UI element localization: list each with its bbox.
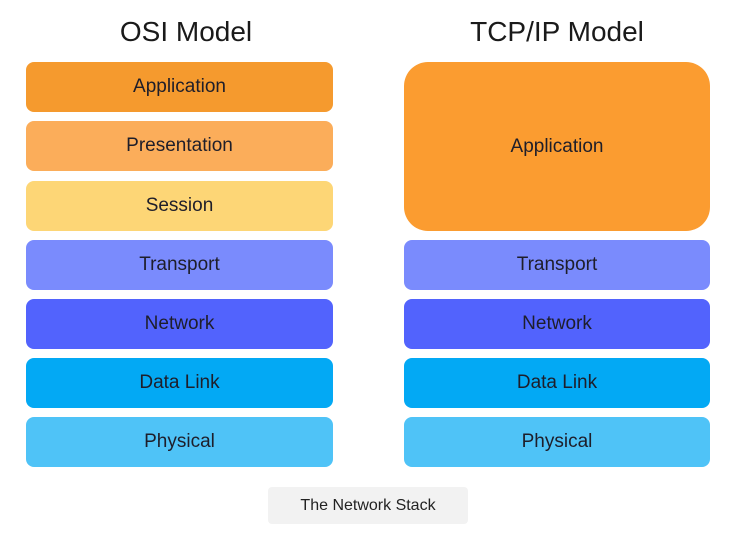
tcpip-layer-network: Network: [404, 299, 710, 349]
osi-model-title: OSI Model: [119, 16, 253, 47]
tcpip-layer-transport: Transport: [404, 240, 710, 290]
osi-layer-session: Session: [26, 181, 333, 231]
osi-layer-application: Application: [26, 62, 333, 112]
osi-layer-presentation: Presentation: [26, 121, 333, 171]
layer-label: Network: [522, 313, 592, 334]
layer-label: Transport: [139, 254, 220, 275]
layer-label: Physical: [144, 431, 215, 452]
layer-label: Transport: [516, 254, 598, 275]
layer-label: Application: [133, 76, 226, 97]
layer-label: Presentation: [126, 135, 233, 156]
tcpip-layer-physical: Physical: [404, 417, 710, 467]
tcpip-layer-data-link: Data Link: [404, 358, 710, 408]
layer-label: Data Link: [139, 372, 220, 393]
layer-label: Physical: [521, 431, 593, 452]
tcpip-model-title: TCP/IP Model: [470, 16, 644, 47]
figure-caption: The Network Stack: [268, 487, 468, 524]
osi-layer-physical: Physical: [26, 417, 333, 467]
osi-layer-network: Network: [26, 299, 333, 349]
osi-layer-transport: Transport: [26, 240, 333, 290]
layer-label: Session: [145, 195, 214, 216]
layer-label: Network: [144, 313, 215, 334]
tcpip-layer-application: Application: [404, 62, 710, 231]
osi-layer-data-link: Data Link: [26, 358, 333, 408]
layer-label: Application: [510, 135, 604, 157]
layer-label: Data Link: [516, 372, 598, 393]
